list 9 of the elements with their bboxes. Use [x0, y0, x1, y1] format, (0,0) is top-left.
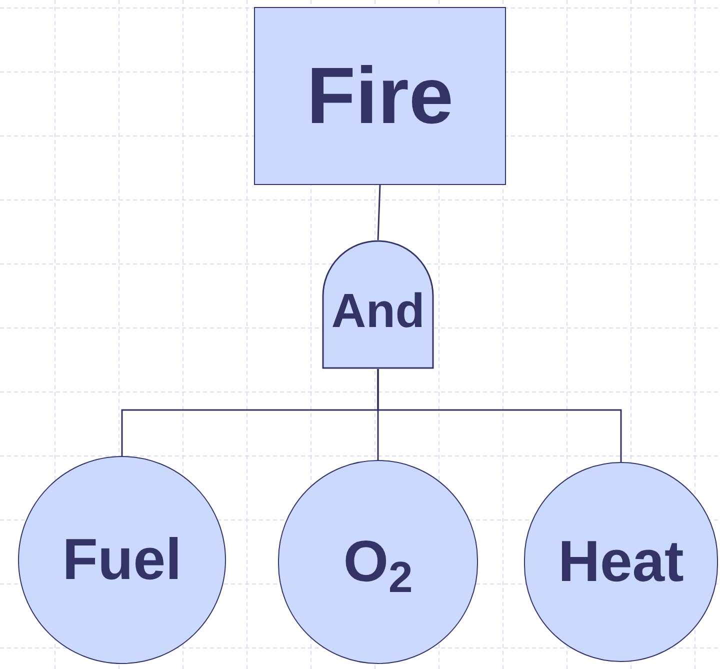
and-gate: [322, 240, 434, 369]
node-label: And: [331, 288, 425, 336]
node-label: Heat: [558, 533, 684, 591]
node-label: Fire: [306, 56, 454, 136]
connector-line: [377, 184, 381, 240]
connector-line: [377, 369, 622, 462]
node-label: O$_{2}$: [343, 533, 413, 591]
node-label: Fuel: [62, 531, 182, 589]
event-box: [254, 7, 506, 185]
